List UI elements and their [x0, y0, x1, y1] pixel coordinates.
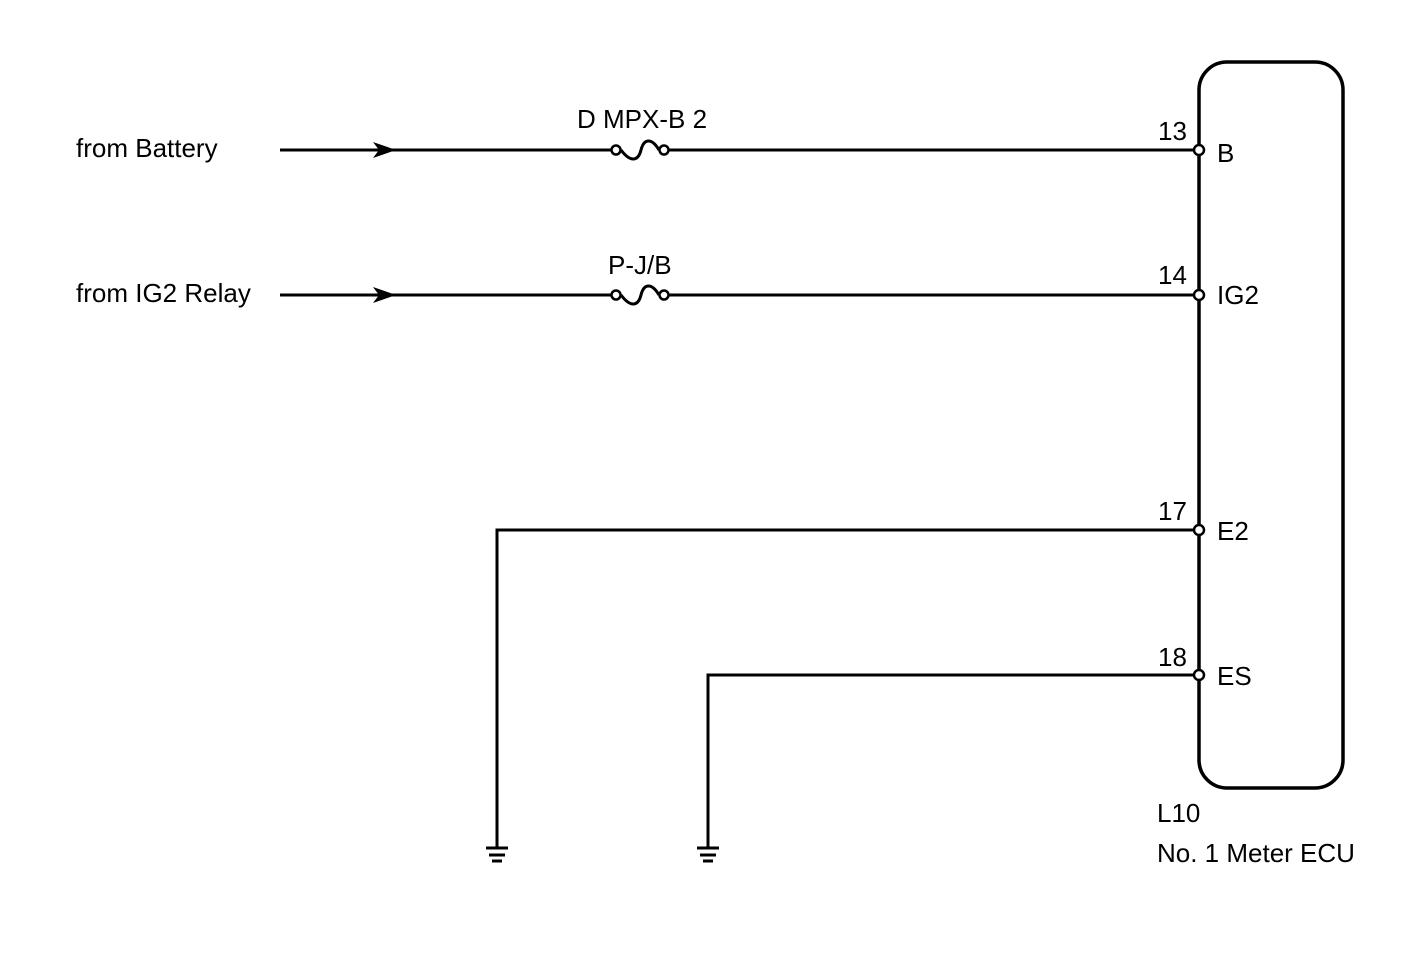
- pin-name: IG2: [1217, 280, 1259, 310]
- ground-icon: [486, 846, 508, 863]
- battery-source-label: from Battery: [76, 133, 218, 163]
- ecu-block: [1197, 60, 1345, 790]
- pin-terminal-icon: [1192, 668, 1206, 682]
- pin-13-b: 13 B: [1158, 116, 1234, 168]
- ground-icon: [697, 846, 719, 863]
- ecu-connector-label: L10: [1157, 798, 1200, 828]
- fuse-icon: [610, 284, 670, 306]
- arrow-right-icon: [373, 287, 396, 303]
- pin-number: 14: [1158, 260, 1187, 290]
- pin-name: B: [1217, 138, 1234, 168]
- pin-18-es: 18 ES: [1158, 642, 1252, 691]
- pin-name: E2: [1217, 516, 1249, 546]
- pin-14-ig2: 14 IG2: [1158, 260, 1259, 310]
- es-ground-circuit: [697, 673, 1194, 863]
- battery-circuit: from Battery D MPX-B 2: [76, 104, 1194, 163]
- pin-number: 13: [1158, 116, 1187, 146]
- ecu-name-label: No. 1 Meter ECU: [1157, 838, 1355, 868]
- pin-terminal-icon: [1192, 523, 1206, 537]
- ig2-circuit: from IG2 Relay P-J/B: [76, 250, 1194, 308]
- pin-name: ES: [1217, 661, 1252, 691]
- fuse-icon: [610, 139, 670, 161]
- ig2-source-label: from IG2 Relay: [76, 278, 251, 308]
- arrow-right-icon: [373, 142, 396, 158]
- pin-17-e2: 17 E2: [1158, 496, 1249, 546]
- es-wire: [706, 673, 1194, 848]
- pin-number: 18: [1158, 642, 1187, 672]
- battery-fuse-label: D MPX-B 2: [577, 104, 707, 134]
- pin-terminal-icon: [1192, 143, 1206, 157]
- e2-ground-circuit: [486, 528, 1194, 863]
- pin-number: 17: [1158, 496, 1187, 526]
- e2-wire: [495, 528, 1194, 848]
- pin-terminal-icon: [1192, 288, 1206, 302]
- ig2-fuse-label: P-J/B: [608, 250, 672, 280]
